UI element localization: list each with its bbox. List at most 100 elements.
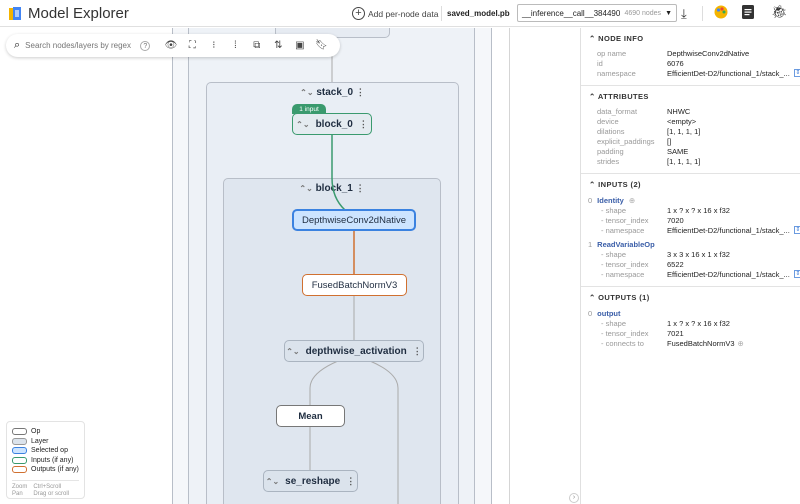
label	[12, 428, 27, 436]
expand-namespace-icon[interactable]: ⇕	[793, 69, 800, 77]
label: 6076	[667, 59, 684, 68]
locate-icon[interactable]: ⊕	[737, 339, 744, 348]
label: EfficientDet-D2/functional_1/stack_...	[667, 226, 790, 235]
graph-toolbar: ⌕ ? 👁︎ ⛶ ⁝ ⁞ ⧉ ⇅ ▣ 🔖︎	[6, 34, 340, 57]
bug-icon[interactable]: 🐞︎	[771, 4, 788, 19]
label	[12, 479, 79, 481]
label: EfficientDet-D2/functional_1/stack_...	[667, 69, 790, 78]
hide-layers-icon[interactable]: ⧉	[253, 40, 261, 51]
more-icon: ⋮	[358, 118, 368, 129]
add-label: Add per-node data	[368, 8, 439, 19]
more-icon[interactable]: ⋮	[355, 87, 365, 97]
label: padding	[597, 147, 624, 156]
node-fusedbatchnormv3[interactable]: FusedBatchNormV3	[302, 274, 407, 296]
label: - shape	[601, 250, 627, 259]
section-toggle[interactable]: ⌃ NODE INFO	[589, 34, 644, 43]
input-count-badge: 1 input	[292, 104, 326, 114]
label: Pan	[12, 490, 23, 497]
expand-namespace-icon[interactable]: ⇕	[793, 226, 800, 234]
edge	[309, 360, 339, 405]
legend-selected: Selected op	[12, 446, 79, 456]
dropdown-arrow-icon: ▼	[665, 9, 672, 17]
more-icon: ⋮	[412, 345, 422, 356]
node-mean[interactable]: Mean	[276, 405, 345, 427]
section-toggle[interactable]: ⌃ INPUTS (2)	[589, 180, 641, 189]
label: [1, 1, 1, 1]	[667, 157, 701, 166]
bookmark-icon[interactable]: 🔖︎	[314, 40, 328, 51]
label: 1 x ? x ? x 16 x f32	[667, 319, 730, 328]
node-se-reshape[interactable]: ⌃⌄se_reshape⋮	[263, 470, 358, 492]
collapse-panel-button[interactable]: ›	[569, 493, 579, 503]
property-row: dilations[1, 1, 1, 1]	[581, 127, 800, 137]
label: Outputs (if any)	[31, 466, 79, 474]
section-toggle[interactable]: ⌃ OUTPUTS (1)	[589, 293, 650, 302]
label: Zoom	[12, 483, 28, 490]
download-icon[interactable]: ⤓	[681, 6, 687, 21]
label: Ctrl+Scroll	[33, 483, 62, 490]
locate-icon: ⊕	[628, 196, 636, 205]
legend-op: Op	[12, 427, 79, 437]
label: Drag or scroll	[33, 490, 70, 497]
app-title: Model Explorer	[28, 5, 129, 22]
expand-all-icon[interactable]: ⁝	[212, 40, 216, 51]
label: - tensor_index	[601, 260, 649, 269]
node-block-0[interactable]: ⌃⌄block_0⋮	[292, 113, 372, 135]
collapse-icon[interactable]: ⌃⌄	[300, 88, 314, 97]
label: strides	[597, 157, 620, 166]
app-header: Model Explorer +Add per-node data saved_…	[0, 0, 800, 27]
collapse-all-icon[interactable]: ⁞	[233, 40, 237, 51]
file-name: saved_model.pb	[447, 9, 510, 18]
visibility-icon[interactable]: 👁︎	[164, 40, 178, 51]
flip-direction-icon[interactable]: ⇅	[274, 40, 283, 51]
legend-inputs: Inputs (if any)	[12, 456, 79, 466]
graph-canvas[interactable]: ⌃⌄ stack_0 ⋮ ⌃⌄ block_1 ⋮ 1 input ⌃⌄ bloc…	[0, 28, 510, 504]
node-depthwiseconv2dnative[interactable]: DepthwiseConv2dNative	[292, 209, 416, 231]
help-icon[interactable]: ?	[140, 40, 151, 51]
search-input[interactable]	[25, 41, 141, 50]
legend-outputs: Outputs (if any)	[12, 465, 79, 475]
palette-icon[interactable]	[714, 5, 728, 22]
search-icon: ⌕	[14, 39, 21, 51]
expand-icon: ⌃⌄	[286, 346, 300, 356]
property-row: device<empty>	[581, 117, 800, 127]
node-depthwise-activation[interactable]: ⌃⌄depthwise_activation⋮	[284, 340, 424, 362]
label: 0	[588, 196, 593, 205]
label: - tensor_index	[601, 329, 649, 338]
more-icon[interactable]: ⋮	[355, 183, 365, 193]
add-circle-icon: +	[352, 7, 365, 20]
expand-namespace-icon[interactable]: ⇕	[793, 270, 800, 278]
divider	[702, 6, 703, 21]
label: EfficientDet-D2/functional_1/stack_...	[667, 270, 790, 279]
label: - namespace	[601, 270, 645, 279]
label: block_0	[315, 118, 353, 130]
more-icon: ⋮	[346, 475, 356, 486]
collapse-icon[interactable]: ⌃⌄	[299, 184, 313, 193]
image-export-icon[interactable]: ▣	[295, 40, 305, 51]
document-icon[interactable]	[742, 5, 754, 22]
label: - shape	[601, 319, 627, 328]
label: NHWC	[667, 107, 691, 116]
label: INPUTS (2)	[598, 180, 641, 189]
label: 7020	[667, 216, 684, 225]
add-per-node-data-button[interactable]: +Add per-node data	[352, 7, 438, 20]
label: stack_0	[316, 87, 354, 98]
label: 1	[588, 240, 593, 249]
section-toggle[interactable]: ⌃ ATTRIBUTES	[589, 92, 649, 101]
fit-to-screen-icon[interactable]: ⛶	[188, 40, 196, 51]
layer-title: ⌃⌄ block_1 ⋮	[224, 183, 440, 194]
